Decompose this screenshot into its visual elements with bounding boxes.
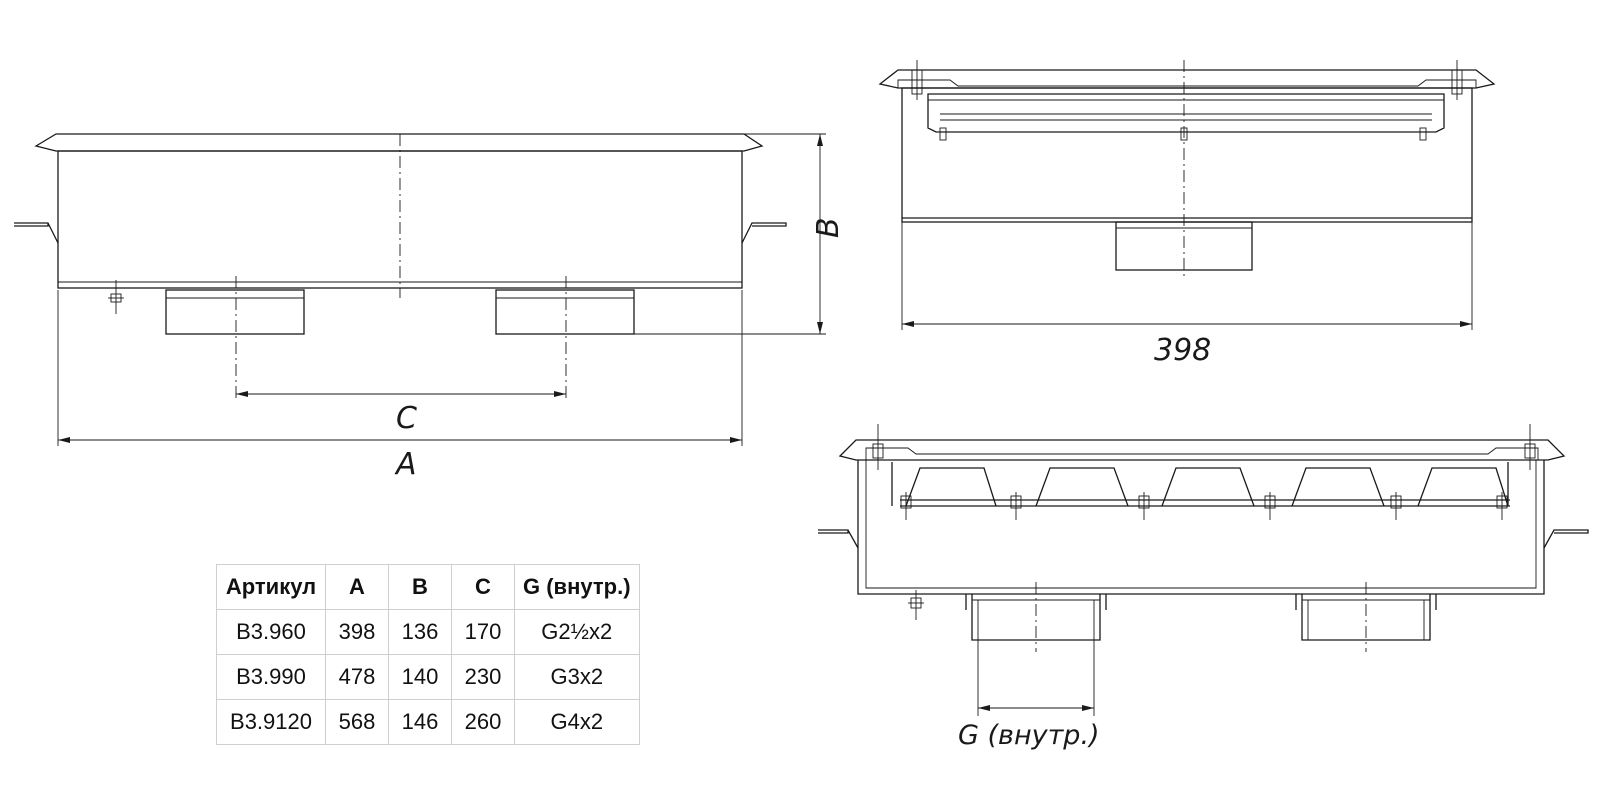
table-header-article: Артикул xyxy=(216,564,326,610)
section-body xyxy=(857,460,1545,595)
table-cell: G2½x2 xyxy=(514,609,640,655)
section-flange xyxy=(838,439,1566,461)
specification-table: Артикул A B C G (внутр.) B3.960 398 136 … xyxy=(216,564,640,745)
table-cell: 136 xyxy=(388,609,452,655)
dimension-label-398: 398 xyxy=(1154,333,1211,368)
table-cell: 398 xyxy=(325,609,389,655)
table-header-g: G (внутр.) xyxy=(514,564,640,610)
table-row: B3.990 478 140 230 G3x2 xyxy=(216,654,640,700)
table-cell: 260 xyxy=(451,699,515,745)
table-cell: G4x2 xyxy=(514,699,640,745)
table-cell: 478 xyxy=(325,654,389,700)
front-outlet-right xyxy=(495,289,635,335)
dimension-label-c: C xyxy=(396,401,417,436)
table-cell: B3.960 xyxy=(216,609,326,655)
front-bracket-left xyxy=(14,222,59,244)
table-cell: 230 xyxy=(451,654,515,700)
section-view: G (внутр.) xyxy=(818,424,1589,751)
table-cell: G3x2 xyxy=(514,654,640,700)
front-flange xyxy=(34,133,764,152)
side-view: 398 xyxy=(878,60,1496,368)
table-header-a: A xyxy=(325,564,389,610)
dimension-label-b: B xyxy=(811,217,846,238)
dimension-label-g: G (внутр.) xyxy=(958,720,1100,751)
table-cell: 146 xyxy=(388,699,452,745)
section-grate xyxy=(891,462,1510,507)
section-outlet-left xyxy=(971,594,1101,641)
side-grate-frame xyxy=(927,93,1445,133)
table-header-row: Артикул A B C G (внутр.) xyxy=(216,564,640,610)
section-outlet-right xyxy=(1301,594,1431,641)
table-row: B3.9120 568 146 260 G4x2 xyxy=(216,699,640,745)
table-cell: 170 xyxy=(451,609,515,655)
dimension-label-a: A xyxy=(394,447,417,482)
table-header-b: B xyxy=(388,564,452,610)
side-flange xyxy=(878,69,1496,89)
table-cell: B3.9120 xyxy=(216,699,326,745)
table-cell: 140 xyxy=(388,654,452,700)
front-view: C A B xyxy=(14,133,846,482)
table-cell: 568 xyxy=(325,699,389,745)
section-ground-bolt xyxy=(908,590,924,620)
section-bracket-left xyxy=(818,529,859,549)
side-body xyxy=(901,87,1473,223)
table-row: B3.960 398 136 170 G2½x2 xyxy=(216,609,640,655)
table-cell: B3.990 xyxy=(216,654,326,700)
section-bracket-right xyxy=(1543,529,1589,549)
front-outlet-left xyxy=(165,289,305,335)
front-ground-bolt xyxy=(108,280,124,314)
table-header-c: C xyxy=(451,564,515,610)
front-bracket-right xyxy=(741,222,787,244)
